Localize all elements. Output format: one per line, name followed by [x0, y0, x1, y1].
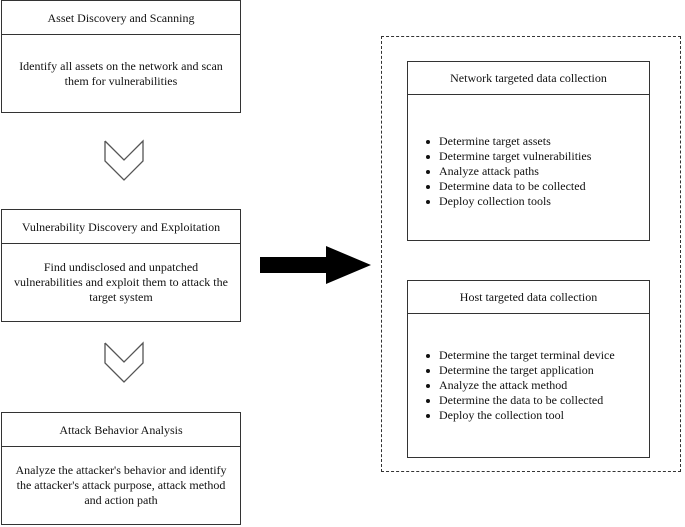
step-title: Attack Behavior Analysis — [2, 413, 240, 447]
step-attack-behavior-analysis: Attack Behavior Analysis Analyze the att… — [1, 412, 241, 525]
host-collection-box: Host targeted data collection Determine … — [407, 280, 650, 458]
list-item: Determine the data to be collected — [426, 393, 649, 408]
list-item: Deploy collection tools — [426, 194, 649, 209]
step-description: Identify all assets on the network and s… — [19, 58, 223, 88]
network-collection-list: Determine target assets Determine target… — [408, 134, 649, 209]
list-item: Determine the target application — [426, 363, 649, 378]
list-item: Determine target assets — [426, 134, 649, 149]
network-collection-title: Network targeted data collection — [408, 62, 649, 95]
data-collection-panel — [381, 36, 681, 472]
network-collection-box: Network targeted data collection Determi… — [407, 61, 650, 241]
chevron-down-icon — [104, 341, 144, 383]
step-title: Vulnerability Discovery and Exploitation — [2, 210, 240, 244]
list-item: Determine data to be collected — [426, 179, 649, 194]
chevron-down-icon — [104, 139, 144, 181]
list-item: Analyze the attack method — [426, 378, 649, 393]
host-collection-title: Host targeted data collection — [408, 281, 649, 314]
step-description: Find undisclosed and unpatched vulnerabi… — [14, 260, 228, 304]
list-item: Determine target vulnerabilities — [426, 149, 649, 164]
list-item: Deploy the collection tool — [426, 408, 649, 423]
host-collection-list: Determine the target terminal device Det… — [408, 348, 649, 423]
step-vulnerability-exploitation: Vulnerability Discovery and Exploitation… — [1, 209, 241, 322]
step-title: Asset Discovery and Scanning — [2, 1, 240, 35]
arrow-right-icon — [260, 246, 371, 284]
step-description: Analyze the attacker's behavior and iden… — [15, 463, 227, 507]
list-item: Determine the target terminal device — [426, 348, 649, 363]
list-item: Analyze attack paths — [426, 164, 649, 179]
step-asset-discovery: Asset Discovery and Scanning Identify al… — [1, 0, 241, 113]
